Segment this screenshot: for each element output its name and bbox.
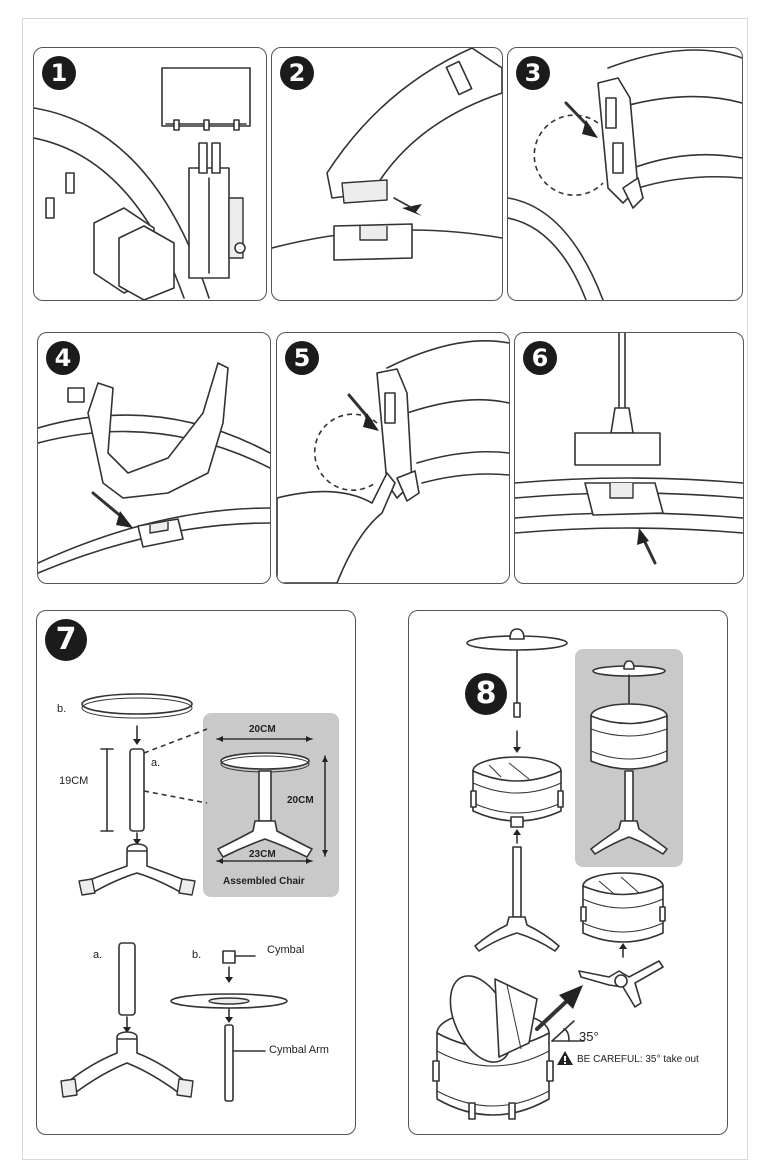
step-1-panel: 1 bbox=[33, 47, 267, 301]
step-8-illustration bbox=[432, 628, 668, 1120]
step-5-illustration bbox=[277, 340, 509, 583]
step-5-badge: 5 bbox=[285, 341, 319, 375]
leg-label-a: a. bbox=[151, 757, 161, 769]
step-4-illustration bbox=[38, 362, 270, 574]
instruction-sheet bbox=[22, 18, 748, 1160]
assembled-chair-caption: Assembled Chair bbox=[223, 876, 305, 887]
step-8-badge: 8 bbox=[465, 673, 507, 715]
step-6-illustration bbox=[515, 333, 743, 565]
stand-label-a: a. bbox=[93, 949, 103, 961]
cymbal-arm-label: Cymbal Arm bbox=[269, 1044, 329, 1056]
step-6-badge: 6 bbox=[523, 341, 557, 375]
angle-label: 35° bbox=[579, 1029, 599, 1044]
seat-width-label: 20CM bbox=[249, 724, 276, 735]
step-3-badge: 3 bbox=[516, 56, 550, 90]
cymbal-label-b: b. bbox=[192, 949, 202, 961]
step-2-illustration bbox=[272, 48, 502, 261]
leg-height-label: 19CM bbox=[59, 775, 89, 787]
chair-height-label: 20CM bbox=[287, 795, 314, 806]
step-4-badge: 4 bbox=[46, 341, 80, 375]
seat-label-b: b. bbox=[57, 703, 67, 715]
step-7-illustration bbox=[60, 693, 328, 1102]
step-4-panel: 4 bbox=[37, 332, 271, 584]
step-3-panel: 3 bbox=[507, 47, 743, 301]
base-width-label: 23CM bbox=[249, 849, 276, 860]
step-2-badge: 2 bbox=[280, 56, 314, 90]
step-6-panel: 6 bbox=[514, 332, 744, 584]
step-2-panel: 2 bbox=[271, 47, 503, 301]
step-1-badge: 1 bbox=[42, 56, 76, 90]
cymbal-label: Cymbal bbox=[267, 944, 305, 956]
step-3-illustration bbox=[508, 49, 742, 300]
step-7-panel: 7 b. a. 19CM 20CM 20CM 23CM Assembled Ch… bbox=[36, 610, 356, 1135]
warning-text: BE CAREFUL: 35° take out bbox=[577, 1054, 699, 1065]
step-5-panel: 5 bbox=[276, 332, 510, 584]
step-7-badge: 7 bbox=[45, 619, 87, 661]
step-8-panel: 8 35° BE CAREFUL: 35° take out bbox=[408, 610, 728, 1135]
step-1-illustration bbox=[34, 67, 251, 300]
